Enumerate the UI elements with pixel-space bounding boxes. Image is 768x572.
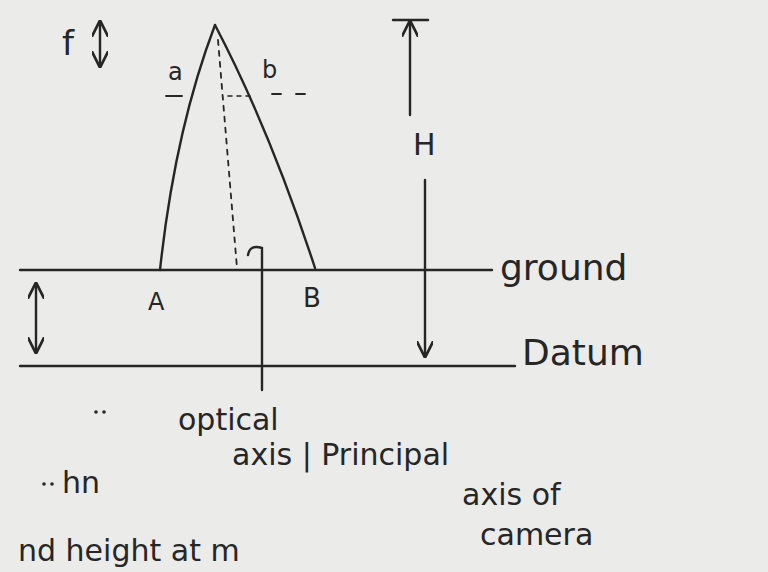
label-text: camera xyxy=(480,520,593,550)
ray-line xyxy=(160,25,215,270)
dimension-arrow xyxy=(424,180,426,356)
label-text: Datum xyxy=(522,335,644,371)
dot-mark xyxy=(102,410,106,414)
dot-mark xyxy=(94,410,98,414)
focal-arrow xyxy=(99,22,101,66)
datum-line xyxy=(20,365,515,367)
dimension-bar xyxy=(393,19,428,21)
label-text: ground xyxy=(500,250,627,286)
label-text: f xyxy=(62,26,74,60)
label-text: axis | Principal xyxy=(232,440,449,470)
label-text: b xyxy=(262,58,277,82)
label-text: A xyxy=(148,290,164,314)
label-text: B xyxy=(303,285,321,311)
dot-mark xyxy=(42,482,46,486)
optical-axis-line xyxy=(248,247,262,390)
image-tick xyxy=(166,95,182,97)
label-text: a xyxy=(168,60,183,84)
label-text: nd height at m xyxy=(18,536,240,566)
ground-line xyxy=(20,269,492,271)
ray-line xyxy=(215,25,315,268)
dot-mark xyxy=(50,482,54,486)
label-text: optical xyxy=(178,405,279,435)
dimension-arrow xyxy=(409,22,411,115)
label-text: axis of xyxy=(462,480,561,510)
height-arrow xyxy=(35,284,37,352)
label-text: hn xyxy=(62,468,100,498)
dashed-axis xyxy=(218,40,237,268)
label-text: H xyxy=(413,130,436,160)
image-tick xyxy=(272,93,305,95)
image-plane xyxy=(228,95,250,97)
